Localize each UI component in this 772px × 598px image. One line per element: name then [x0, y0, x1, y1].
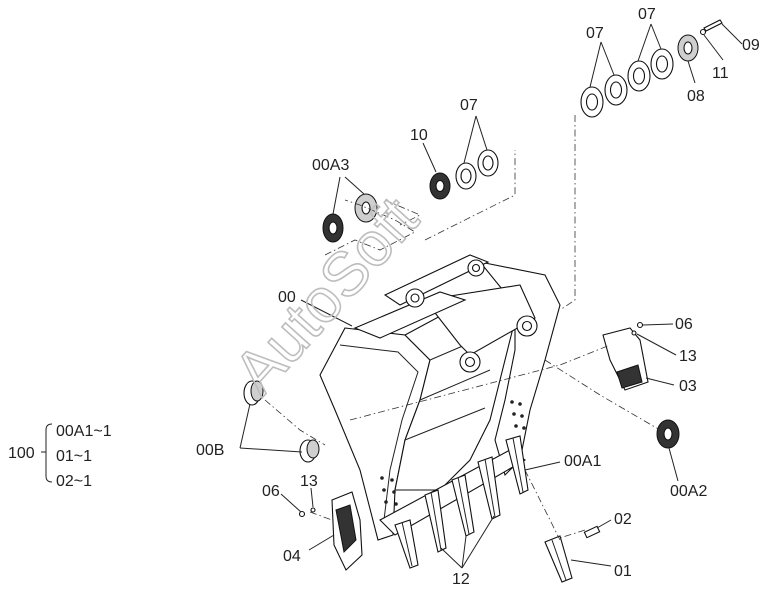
bushing-00B-a: [243, 380, 264, 406]
label-06-right: 06: [675, 316, 693, 333]
label-07-a: 07: [460, 97, 478, 114]
kit-list: 100 00A1~1 01~1 02~1: [8, 423, 112, 490]
ring-00A2: [656, 419, 680, 449]
kit-number: 100: [8, 445, 35, 462]
rings-07-group-b: [580, 74, 628, 118]
label-00: 00: [278, 289, 296, 306]
part-labels: 00A3 10 07 07 07 08 11 09 00 06 13 03 00…: [196, 6, 760, 588]
rings-07-group-c: [627, 48, 674, 92]
bolt-09: [703, 19, 723, 32]
label-00B: 00B: [196, 442, 224, 459]
label-12: 12: [452, 571, 470, 588]
ring-08: [677, 34, 699, 62]
label-06-left: 06: [262, 483, 280, 500]
label-00A2: 00A2: [670, 483, 707, 500]
label-07-c: 07: [638, 6, 656, 23]
bushing-00B-b: [299, 439, 320, 463]
leader-lines: [239, 23, 743, 569]
assembly-centerlines: [264, 115, 661, 541]
kit-item: 02~1: [56, 473, 92, 490]
kit-item: 00A1~1: [56, 423, 112, 440]
side-cutter-04: [331, 491, 363, 571]
tooth-adapter-01: [544, 535, 573, 583]
ring-00A3-a: [322, 213, 344, 243]
label-02: 02: [614, 511, 632, 528]
pin-02: [583, 525, 601, 539]
label-13-right: 13: [679, 348, 697, 365]
label-13-left: 13: [300, 473, 318, 490]
kit-item: 01~1: [56, 448, 92, 465]
kit-bracket: [41, 423, 53, 483]
label-00A1: 00A1: [564, 453, 601, 470]
label-08: 08: [687, 88, 705, 105]
bucket-teeth: [394, 435, 529, 569]
small-parts-06-13: [298, 321, 644, 518]
ring-10: [429, 172, 451, 200]
label-07-b: 07: [586, 25, 604, 42]
label-09: 09: [742, 37, 760, 54]
label-00A3: 00A3: [312, 157, 349, 174]
ring-00A3-b: [354, 193, 378, 223]
side-cutter-03: [602, 327, 649, 391]
label-04: 04: [283, 548, 301, 565]
rings-07-group-a: [455, 149, 499, 190]
nut-11: [699, 28, 707, 36]
label-01: 01: [614, 563, 632, 580]
label-10: 10: [410, 127, 428, 144]
label-11: 11: [712, 65, 729, 82]
label-03: 03: [679, 378, 697, 395]
